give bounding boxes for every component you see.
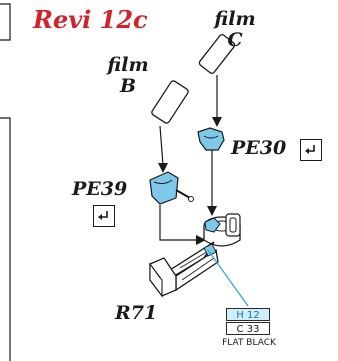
film-c-part [198, 34, 236, 127]
glue-icon [93, 205, 115, 227]
paint-color-name: FLAT BLACK [222, 338, 276, 348]
pe30-part [197, 127, 225, 216]
r71-assembly [149, 213, 241, 298]
glue-icon [300, 139, 322, 161]
label-film-b-word: film [107, 54, 149, 76]
label-pe39: PE39 [72, 178, 128, 200]
pe39-part [149, 171, 206, 245]
page-border [0, 3, 11, 361]
label-film-c-letter: C [227, 29, 243, 51]
paint-code-c33: C 33 [226, 322, 270, 335]
paint-callout-line [207, 249, 249, 307]
label-film-c: film C [210, 10, 260, 52]
label-pe30: PE30 [231, 137, 287, 159]
model-title: Revi 12c [33, 5, 148, 34]
label-film-c-word: film [214, 8, 256, 30]
film-b-part [151, 80, 189, 173]
label-film-b: film B [103, 56, 153, 98]
label-r71: R71 [115, 302, 158, 324]
label-film-b-letter: B [119, 75, 137, 97]
paint-code-h12: H 12 [226, 308, 270, 321]
